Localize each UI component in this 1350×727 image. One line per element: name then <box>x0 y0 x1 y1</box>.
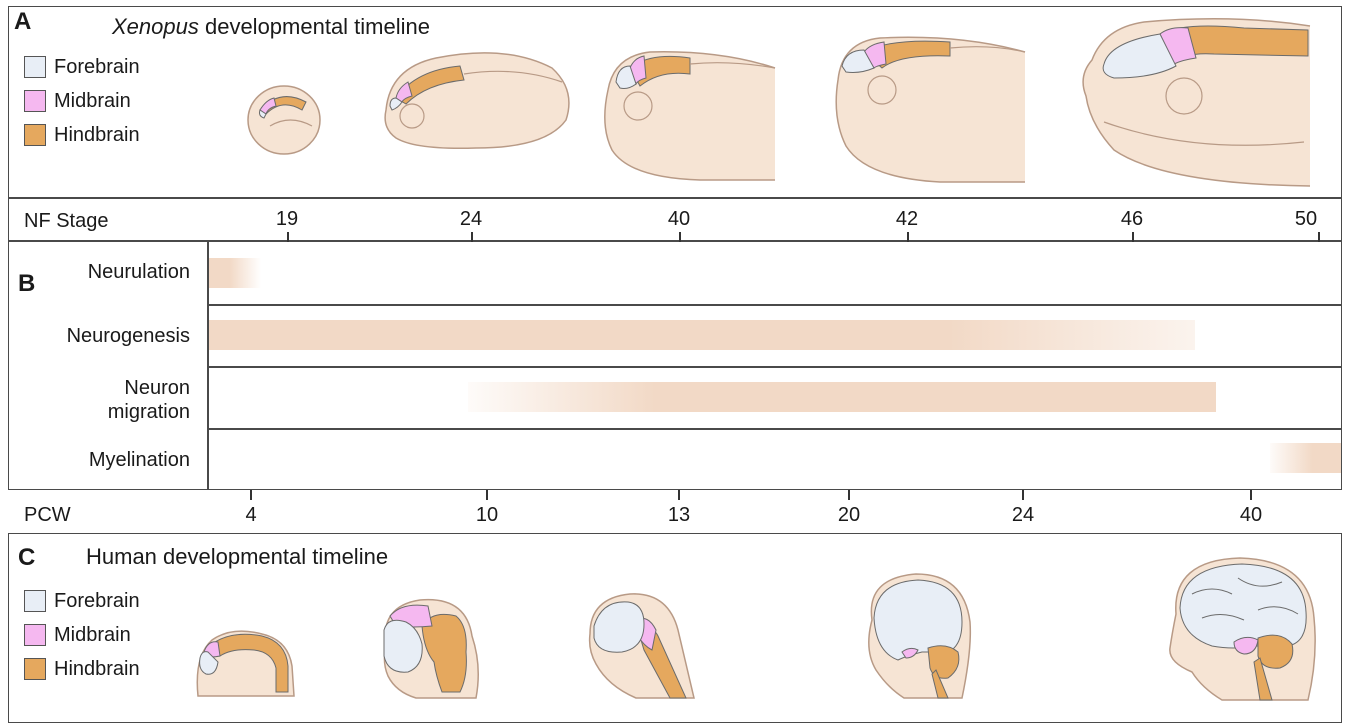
nf-stage-tick-mark <box>1318 232 1320 242</box>
legend-item-forebrain: Forebrain <box>24 584 140 618</box>
human-10pcw-illustration <box>376 596 486 700</box>
panel-b-row-divider <box>207 366 1342 368</box>
pcw-tick-40: 40 <box>1240 504 1262 527</box>
pcw-tick-10: 10 <box>476 504 498 527</box>
hindbrain-swatch <box>24 124 46 146</box>
legend-item-hindbrain: Hindbrain <box>24 118 140 152</box>
xenopus-stage-46-illustration <box>1074 14 1312 189</box>
nf-stage-tick-46: 46 <box>1121 208 1143 231</box>
midbrain-swatch <box>24 624 46 646</box>
forebrain-swatch <box>24 56 46 78</box>
legend-item-midbrain: Midbrain <box>24 618 140 652</box>
panel-a-title: Xenopus developmental timeline <box>112 14 430 40</box>
pcw-tick-24: 24 <box>1012 504 1034 527</box>
pcw-axis-label: PCW <box>24 504 71 527</box>
nf-stage-tick-mark <box>679 232 681 242</box>
forebrain-swatch <box>24 590 46 612</box>
hindbrain-swatch <box>24 658 46 680</box>
nf-stage-tick-19: 19 <box>276 208 298 231</box>
pcw-tick-mark <box>1250 490 1252 500</box>
legend-label: Midbrain <box>54 90 131 113</box>
legend-label: Hindbrain <box>54 124 140 147</box>
process-label-neurogenesis: Neurogenesis <box>10 324 190 348</box>
panel-b-row-divider <box>207 428 1342 430</box>
human-40pcw-illustration <box>1162 554 1320 704</box>
panel-b-row-divider <box>207 304 1342 306</box>
process-bar-myelination <box>1270 443 1341 473</box>
nf-stage-tick-42: 42 <box>896 208 918 231</box>
process-label-neurulation: Neurulation <box>10 260 190 284</box>
process-bar-neurulation <box>209 258 261 288</box>
legend-item-midbrain: Midbrain <box>24 84 140 118</box>
legend-label: Forebrain <box>54 590 140 613</box>
legend-item-hindbrain: Hindbrain <box>24 652 140 686</box>
xenopus-stage-42-illustration <box>830 32 1030 187</box>
legend-label: Midbrain <box>54 624 131 647</box>
panel-a-legend: Forebrain Midbrain Hindbrain <box>24 50 140 152</box>
nf-stage-tick-mark <box>471 232 473 242</box>
panel-c-letter: C <box>18 544 35 572</box>
xenopus-stage-19-illustration <box>240 80 330 160</box>
xenopus-stage-40-illustration <box>600 46 780 186</box>
pcw-tick-4: 4 <box>245 504 256 527</box>
nf-stage-tick-24: 24 <box>460 208 482 231</box>
legend-item-forebrain: Forebrain <box>24 50 140 84</box>
nf-stage-axis-line <box>8 197 1342 199</box>
panel-c-title: Human developmental timeline <box>86 544 388 570</box>
legend-label: Forebrain <box>54 56 140 79</box>
pcw-tick-mark <box>848 490 850 500</box>
panel-a-title-rest: developmental timeline <box>199 14 430 39</box>
process-bar-neurogenesis <box>209 320 1195 350</box>
xenopus-stage-24-illustration <box>376 40 576 155</box>
human-20pcw-illustration <box>858 570 978 700</box>
nf-stage-tick-50: 50 <box>1295 208 1317 231</box>
pcw-tick-mark <box>678 490 680 500</box>
panel-a-title-species: Xenopus <box>112 14 199 39</box>
legend-label: Hindbrain <box>54 658 140 681</box>
process-bar-neuron-migration <box>468 382 1216 412</box>
human-4pcw-illustration <box>192 626 298 698</box>
midbrain-swatch <box>24 90 46 112</box>
nf-stage-tick-mark <box>907 232 909 242</box>
panel-c-legend: Forebrain Midbrain Hindbrain <box>24 584 140 686</box>
pcw-tick-mark <box>250 490 252 500</box>
human-13pcw-illustration <box>582 590 698 700</box>
nf-stage-tick-mark <box>1132 232 1134 242</box>
pcw-tick-20: 20 <box>838 504 860 527</box>
nf-stage-axis-label: NF Stage <box>24 210 108 233</box>
panel-a-letter: A <box>14 8 31 36</box>
nf-stage-tick-mark <box>287 232 289 242</box>
process-label-myelination: Myelination <box>10 448 190 472</box>
pcw-tick-mark <box>486 490 488 500</box>
pcw-tick-mark <box>1022 490 1024 500</box>
nf-stage-tick-40: 40 <box>668 208 690 231</box>
pcw-tick-13: 13 <box>668 504 690 527</box>
